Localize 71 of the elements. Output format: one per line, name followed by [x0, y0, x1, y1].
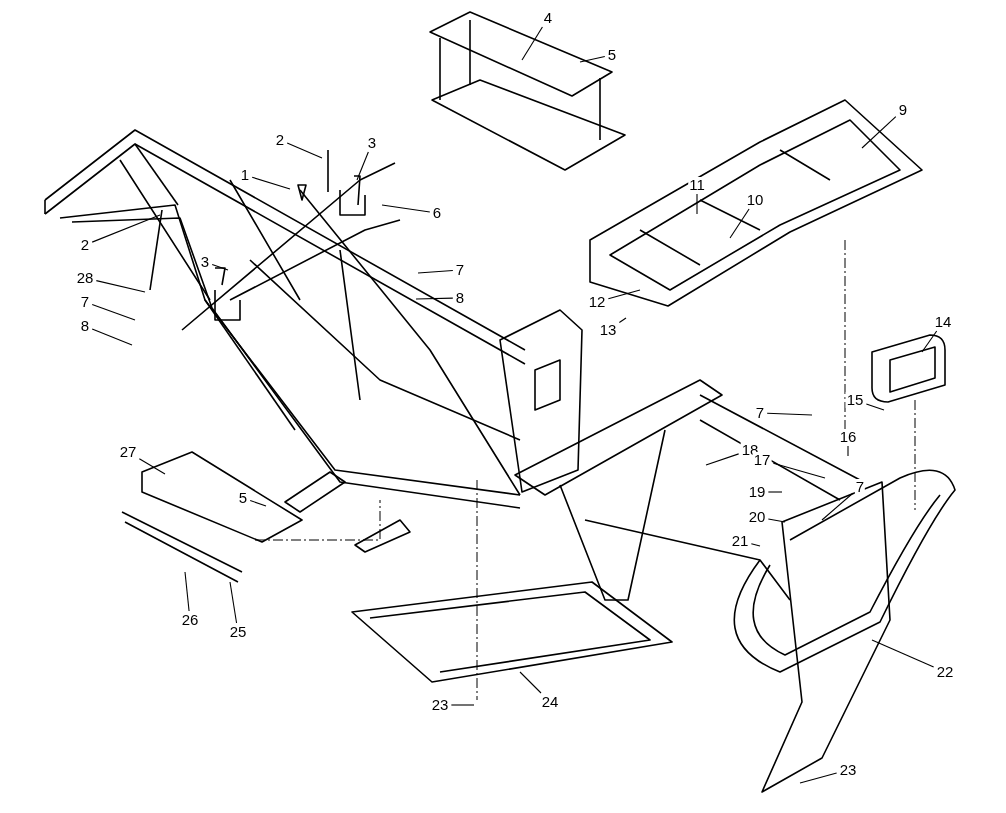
leader-line	[729, 208, 750, 239]
leader-line	[138, 458, 166, 475]
leader-line	[251, 176, 291, 190]
leader-line	[91, 328, 133, 346]
callout-number: 7	[754, 405, 766, 421]
callout-number: 22	[935, 664, 955, 680]
callout-number: 15	[845, 392, 865, 408]
callout-number: 11	[688, 177, 706, 193]
leader-line	[184, 571, 190, 612]
leader-line	[705, 453, 740, 466]
callout-number: 6	[431, 205, 443, 221]
callout-number: 24	[540, 694, 560, 710]
callout-number: 7	[454, 262, 466, 278]
callout-number: 17	[752, 452, 772, 468]
leader-line	[286, 142, 323, 159]
callout-number: 26	[180, 612, 200, 628]
callout-number: 23	[430, 697, 450, 713]
callout-number: 10	[745, 192, 765, 208]
leader-line	[799, 772, 838, 784]
callout-number: 2	[274, 132, 286, 148]
callout-number: 4	[542, 10, 554, 26]
leader-line	[229, 581, 238, 624]
leader-line	[417, 269, 454, 274]
callout-number: 1	[239, 167, 251, 183]
leader-line	[211, 263, 229, 271]
leader-line	[767, 491, 783, 493]
leader-line	[861, 116, 897, 149]
leader-line	[519, 671, 542, 694]
leader-line	[871, 639, 935, 668]
leader-line	[767, 518, 786, 523]
leader-line	[821, 492, 854, 521]
callout-number: 27	[118, 444, 138, 460]
callout-number: 3	[366, 135, 378, 151]
leader-line	[847, 445, 849, 457]
leader-line	[750, 543, 761, 547]
callout-number: 5	[237, 490, 249, 506]
callout-number: 21	[730, 533, 750, 549]
callout-number: 14	[933, 314, 953, 330]
leader-line	[579, 56, 606, 63]
callout-number: 2	[79, 237, 91, 253]
callout-number: 3	[199, 254, 211, 270]
callout-number: 5	[606, 47, 618, 63]
callout-number: 9	[897, 102, 909, 118]
callout-number: 7	[854, 479, 866, 495]
callout-number: 12	[587, 294, 607, 310]
leader-line	[921, 330, 938, 353]
callout-number: 25	[228, 624, 248, 640]
leader-line	[381, 204, 431, 213]
callout-number: 13	[598, 322, 618, 338]
leader-line	[249, 499, 267, 507]
leader-line	[696, 193, 698, 215]
leader-line	[766, 412, 813, 416]
callout-number: 16	[838, 429, 858, 445]
leader-line	[865, 403, 885, 411]
leader-line	[772, 462, 826, 479]
callout-number: 20	[747, 509, 767, 525]
leader-line	[91, 214, 161, 243]
callout-number: 7	[79, 294, 91, 310]
leader-line	[356, 151, 369, 181]
leader-line	[618, 317, 627, 323]
leader-line	[607, 289, 641, 300]
leader-line	[521, 26, 543, 61]
callout-number: 23	[838, 762, 858, 778]
callout-number: 8	[79, 318, 91, 334]
callout-number: 19	[747, 484, 767, 500]
leader-line	[415, 297, 454, 300]
leader-line	[95, 280, 146, 293]
leader-line	[91, 304, 136, 321]
leader-line	[450, 704, 475, 706]
callout-number: 8	[454, 290, 466, 306]
callout-number: 28	[75, 270, 95, 286]
